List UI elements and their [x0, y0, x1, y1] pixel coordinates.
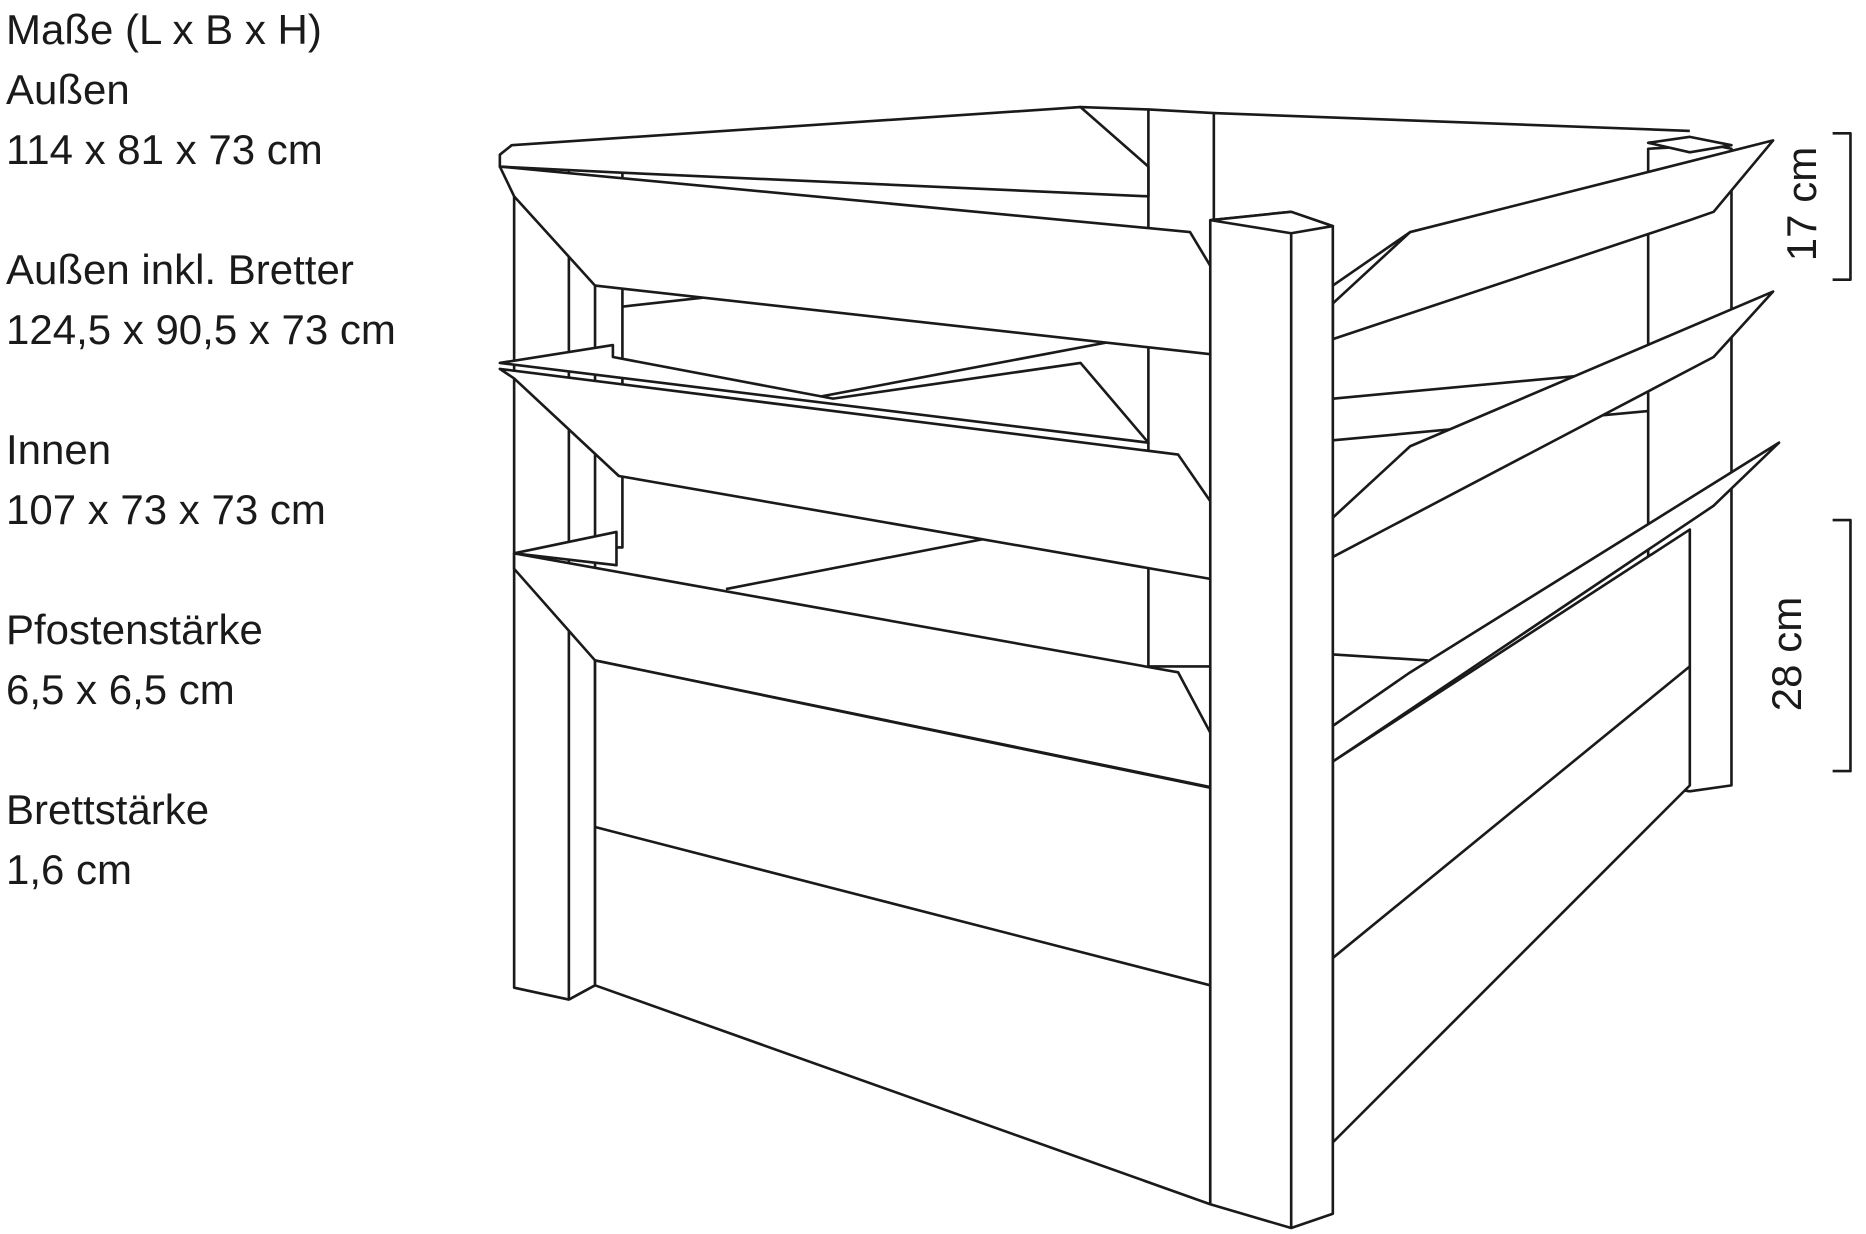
- spec-value: 107 x 73 x 73 cm: [6, 486, 326, 533]
- front-corner-post-cap: [1208, 210, 1335, 235]
- spec-heading: Maße (L x B x H): [6, 6, 322, 53]
- right-panel-seam: [1332, 665, 1691, 959]
- spec-outer-with-boards: Außen inkl. Bretter 124,5 x 90,5 x 73 cm: [6, 240, 396, 360]
- specifications-text: Maße (L x B x H) Außen 114 x 81 x 73 cm …: [6, 0, 396, 960]
- front-board-bottom-back: [512, 530, 618, 567]
- back-rails: [1332, 653, 1429, 662]
- spec-value: 114 x 81 x 73 cm: [6, 126, 323, 173]
- spec-value: 6,5 x 6,5 cm: [6, 666, 235, 713]
- spec-post-thickness: Pfostenstärke 6,5 x 6,5 cm: [6, 600, 396, 720]
- spec-heading: Innen: [6, 426, 112, 473]
- spec-inner: Innen 107 x 73 x 73 cm: [6, 420, 396, 540]
- spec-value: 1,6 cm: [6, 846, 133, 893]
- spec-heading: Brettstärke: [6, 786, 210, 833]
- spec-heading: Außen inkl. Bretter: [6, 246, 354, 293]
- dimension-label-28cm: 28 cm: [1763, 596, 1811, 712]
- right-brace: [1332, 230, 1411, 287]
- dimension-bracket-28cm: [1832, 518, 1852, 773]
- spec-value: 124,5 x 90,5 x 73 cm: [6, 306, 396, 353]
- spec-heading: Pfostenstärke: [6, 606, 263, 653]
- right-rear-post-cap: [1646, 135, 1733, 154]
- front-panel-seam: [594, 825, 1211, 987]
- front-board-middle-back: [498, 343, 1150, 444]
- front-corner-post: [1208, 210, 1335, 1230]
- dimension-label-17cm: 17 cm: [1778, 146, 1826, 262]
- back-center-post: [1147, 108, 1216, 668]
- back-rails: [809, 337, 1125, 400]
- spec-outer: Maße (L x B x H) Außen 114 x 81 x 73 cm: [6, 0, 396, 180]
- spec-subheading: Außen: [6, 66, 130, 113]
- dimension-bracket-17cm: [1832, 131, 1852, 281]
- back-right-top-rail: [1213, 111, 1690, 133]
- spec-board-thickness: Brettstärke 1,6 cm: [6, 780, 396, 900]
- front-board-top-upper: [498, 105, 1150, 198]
